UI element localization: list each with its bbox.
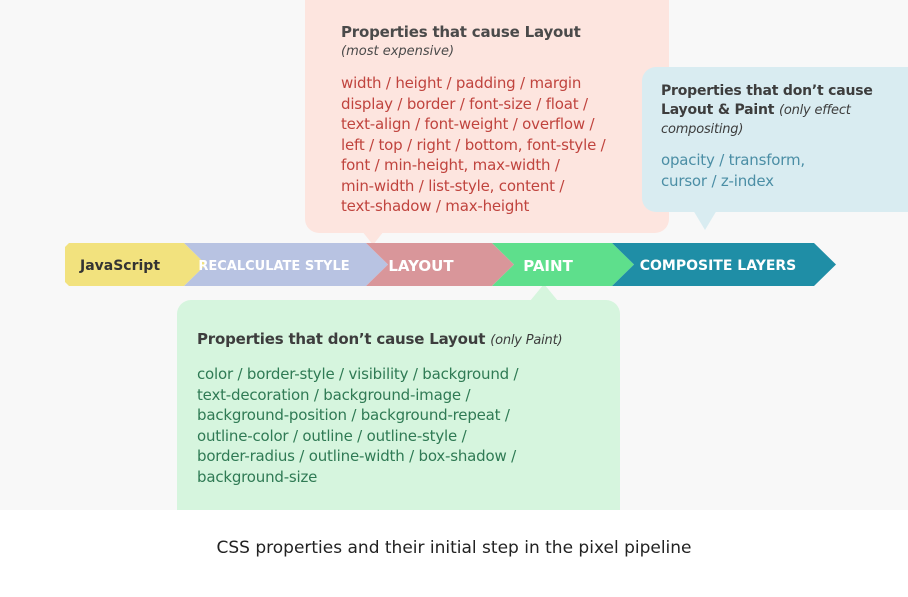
paint-title-text: Properties that don’t cause Layout	[197, 330, 486, 348]
figure-caption: CSS properties and their initial step in…	[216, 538, 692, 558]
composite-property-line: opacity / transform,	[661, 151, 805, 169]
layout-properties-list: width / height / padding / margin displa…	[341, 73, 606, 217]
composite-box-title: Properties that don’t cause Layout & Pai…	[661, 82, 901, 139]
stage-label-composite-layers: COMPOSITE LAYERS	[640, 258, 797, 274]
composite-properties-list: opacity / transform, cursor / z-index	[661, 150, 805, 191]
stage-javascript	[65, 243, 206, 286]
pixel-pipeline: JavaScript RECALCULATE STYLE LAYOUT PAIN…	[65, 243, 836, 286]
stage-paint	[492, 243, 634, 286]
layout-property-line: text-align / font-weight / overflow /	[341, 115, 595, 133]
paint-property-line: background-position / background-repeat …	[197, 406, 510, 424]
stage-layout	[366, 243, 514, 286]
composite-properties-box	[642, 67, 908, 212]
layout-property-line: display / border / font-size / float /	[341, 94, 588, 113]
paint-property-line: border-radius / outline-width / box-shad…	[197, 447, 516, 465]
paint-title-note: (only Paint)	[490, 333, 563, 348]
composite-title-line2: Layout & Paint	[661, 102, 775, 118]
diagram-canvas: Properties that cause Layout (most expen…	[65, 0, 908, 510]
layout-properties-box	[305, 0, 669, 233]
layout-box-title: Properties that cause Layout	[341, 23, 581, 41]
composite-property-line: cursor / z-index	[661, 171, 774, 190]
layout-property-line: font / min-height, max-width /	[341, 156, 560, 174]
composite-title-note: (only effect compositing)	[661, 103, 851, 137]
paint-property-line: color / border-style / visibility / back…	[197, 365, 519, 383]
layout-property-line: text-shadow / max-height	[341, 197, 530, 215]
paint-property-line: outline-color / outline / outline-style …	[197, 426, 467, 445]
paint-properties-list: color / border-style / visibility / back…	[197, 364, 519, 487]
stage-composite-layers	[612, 243, 836, 286]
layout-box-subtitle: (most expensive)	[341, 44, 455, 59]
paint-property-line: text-decoration / background-image /	[197, 385, 471, 404]
stage-label-javascript: JavaScript	[79, 258, 160, 274]
stage-label-paint: PAINT	[523, 257, 573, 275]
paint-properties-box	[177, 300, 620, 510]
stage-recalculate-style	[184, 243, 388, 286]
paint-box-title: Properties that don’t cause Layout (only…	[197, 329, 563, 351]
layout-property-line: left / top / right / bottom, font-style …	[341, 135, 606, 154]
stage-label-layout: LAYOUT	[388, 257, 454, 275]
paint-box-pointer	[530, 284, 558, 301]
stage-label-recalculate-style: RECALCULATE STYLE	[198, 259, 349, 274]
paint-property-line: background-size	[197, 467, 318, 486]
layout-box-pointer	[362, 231, 384, 245]
layout-property-line: min-width / list-style, content /	[341, 176, 565, 195]
composite-title-line1: Properties that don’t cause	[661, 83, 873, 99]
layout-property-line: width / height / padding / margin	[341, 74, 582, 92]
composite-box-pointer	[693, 210, 717, 230]
